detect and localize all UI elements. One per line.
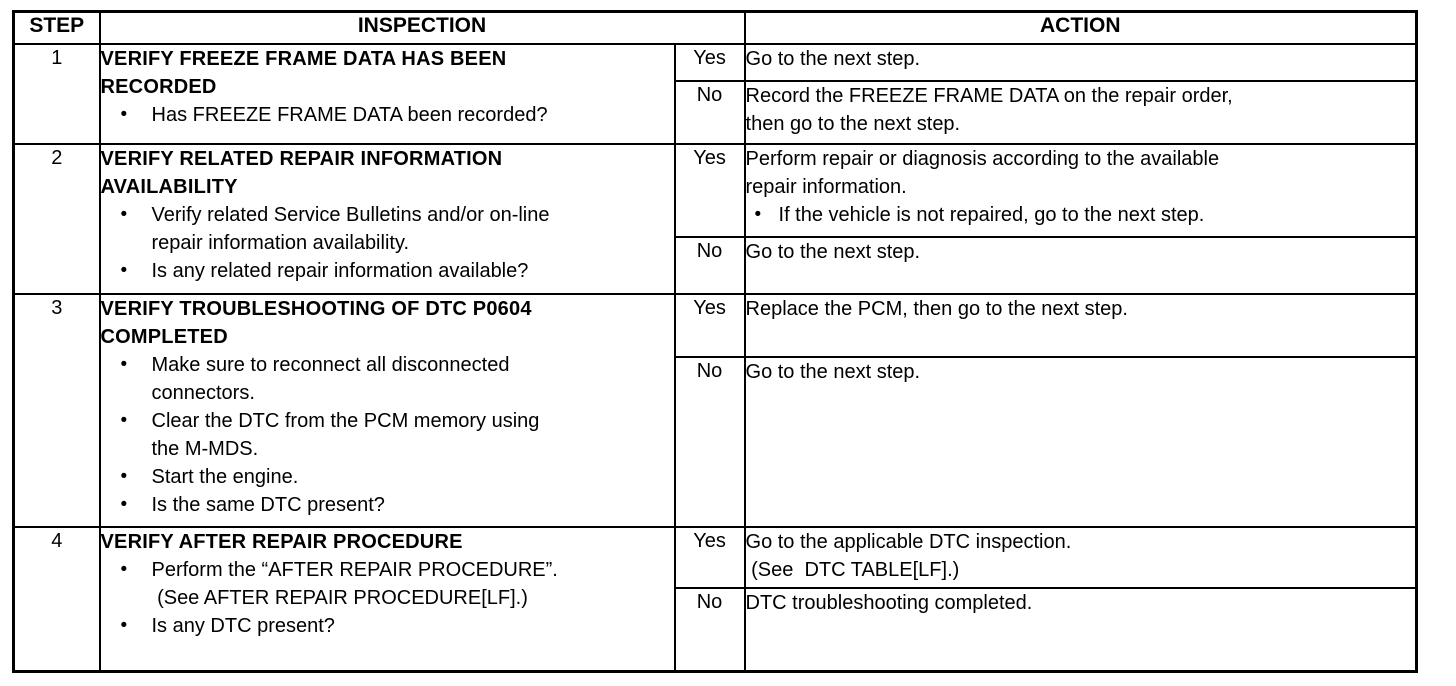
action-text: DTC troubleshooting completed.: [745, 591, 1033, 614]
step-3-yes-row: 3 VERIFY TROUBLESHOOTING OF DTC P0604 CO…: [12, 292, 1418, 528]
bullet-icon: •: [120, 558, 128, 580]
bullet-text: Verify related Service Bulletins and/or …: [151, 203, 550, 254]
bullet-text: Start the engine.: [151, 465, 299, 488]
bullet-text: Is the same DTC present?: [151, 493, 385, 516]
header-step: STEP: [12, 10, 101, 45]
inspection-title: VERIFY FREEZE FRAME DATA HAS BEEN RECORD…: [100, 47, 507, 98]
bullet-text: Clear the DTC from the PCM memory using …: [151, 409, 540, 460]
step-number: 3: [12, 292, 101, 528]
bullet-text: Make sure to reconnect all disconnected …: [151, 353, 510, 404]
inspection-cell: VERIFY RELATED REPAIR INFORMATION AVAILA…: [98, 142, 676, 295]
step-4-yes-row: 4 VERIFY AFTER REPAIR PROCEDURE • Perfor…: [12, 525, 1418, 673]
step-4-no-row: No DTC troubleshooting completed.: [14, 586, 1418, 673]
inspection-bullet: • Perform the “AFTER REPAIR PROCEDURE”. …: [120, 556, 673, 612]
bullet-icon: •: [120, 353, 128, 375]
no-action-cell: Go to the next step.: [743, 355, 1418, 528]
action-text: Go to the next step.: [745, 360, 921, 383]
yes-action-cell: Go to the applicable DTC inspection. (Se…: [743, 525, 1418, 589]
bullet-text: If the vehicle is not repaired, go to th…: [778, 203, 1205, 226]
no-action-cell: Go to the next step.: [743, 235, 1418, 295]
bullet-icon: •: [754, 203, 762, 225]
yes-label-cell: Yes: [673, 142, 746, 238]
header-action: ACTION: [743, 10, 1418, 45]
inspection-title: VERIFY RELATED REPAIR INFORMATION AVAILA…: [100, 147, 503, 198]
yes-action-cell: Go to the next step.: [743, 42, 1418, 82]
step-number: 4: [12, 525, 101, 673]
no-label-cell: No: [673, 235, 746, 295]
action-text: Go to the next step.: [745, 47, 921, 70]
step-number: 1: [12, 42, 101, 145]
inspection-title: VERIFY AFTER REPAIR PROCEDURE: [100, 530, 463, 553]
yes-label-cell: Yes: [673, 42, 746, 82]
inspection-bullet: • Is any DTC present?: [120, 612, 673, 640]
yes-action-cell: Replace the PCM, then go to the next ste…: [743, 292, 1418, 358]
action-text: Replace the PCM, then go to the next ste…: [745, 297, 1128, 320]
inspection-cell: VERIFY AFTER REPAIR PROCEDURE • Perform …: [98, 525, 676, 673]
inspection-bullet: • Is any related repair information avai…: [120, 257, 673, 285]
bullet-icon: •: [120, 409, 128, 431]
troubleshooting-table: STEP INSPECTION ACTION 1 VERIFY FREEZE F…: [12, 10, 1419, 673]
inspection-bullet: • Make sure to reconnect all disconnecte…: [120, 351, 673, 407]
bullet-text: Has FREEZE FRAME DATA been recorded?: [151, 103, 548, 126]
bullet-text: Is any related repair information availa…: [151, 259, 529, 282]
bullet-text: Is any DTC present?: [151, 614, 335, 637]
step-number: 2: [12, 142, 101, 295]
bullet-icon: •: [120, 493, 128, 515]
no-label-cell: No: [673, 79, 746, 145]
inspection-cell: VERIFY FREEZE FRAME DATA HAS BEEN RECORD…: [98, 42, 676, 145]
bullet-icon: •: [120, 614, 128, 636]
step-1-no-row: No Record the FREEZE FRAME DATA on the r…: [14, 79, 1418, 145]
inspection-title: VERIFY TROUBLESHOOTING OF DTC P0604 COMP…: [100, 297, 532, 348]
bullet-text: Perform the “AFTER REPAIR PROCEDURE”. (S…: [151, 558, 558, 609]
no-action-cell: DTC troubleshooting completed.: [743, 586, 1418, 673]
action-text: Perform repair or diagnosis according to…: [745, 147, 1220, 198]
step-1-yes-row: 1 VERIFY FREEZE FRAME DATA HAS BEEN RECO…: [12, 42, 1418, 145]
inspection-bullet: • Verify related Service Bulletins and/o…: [120, 201, 673, 257]
inspection-bullet: • Clear the DTC from the PCM memory usin…: [120, 407, 673, 463]
no-label-cell: No: [673, 355, 746, 528]
yes-label-cell: Yes: [673, 525, 746, 589]
action-text: Record the FREEZE FRAME DATA on the repa…: [745, 84, 1233, 135]
inspection-bullet: • Start the engine.: [120, 463, 673, 491]
no-label-cell: No: [673, 586, 746, 673]
step-2-yes-row: 2 VERIFY RELATED REPAIR INFORMATION AVAI…: [12, 142, 1418, 295]
inspection-cell: VERIFY TROUBLESHOOTING OF DTC P0604 COMP…: [98, 292, 676, 528]
bullet-icon: •: [120, 465, 128, 487]
table-header-row: STEP INSPECTION ACTION: [12, 10, 1418, 45]
action-text: Go to the applicable DTC inspection. (Se…: [745, 530, 1072, 581]
step-2-no-row: No Go to the next step.: [14, 235, 1418, 295]
yes-label-cell: Yes: [673, 292, 746, 358]
no-action-cell: Record the FREEZE FRAME DATA on the repa…: [743, 79, 1418, 145]
step-3-no-row: No Go to the next step.: [14, 355, 1418, 528]
action-text: Go to the next step.: [745, 240, 921, 263]
action-bullet: • If the vehicle is not repaired, go to …: [754, 201, 1415, 229]
inspection-bullet: • Is the same DTC present?: [120, 491, 673, 519]
bullet-icon: •: [120, 259, 128, 281]
header-inspection: INSPECTION: [98, 10, 746, 45]
yes-action-cell: Perform repair or diagnosis according to…: [743, 142, 1418, 238]
bullet-icon: •: [120, 203, 128, 225]
inspection-bullet: • Has FREEZE FRAME DATA been recorded?: [120, 101, 673, 129]
bullet-icon: •: [120, 103, 128, 125]
